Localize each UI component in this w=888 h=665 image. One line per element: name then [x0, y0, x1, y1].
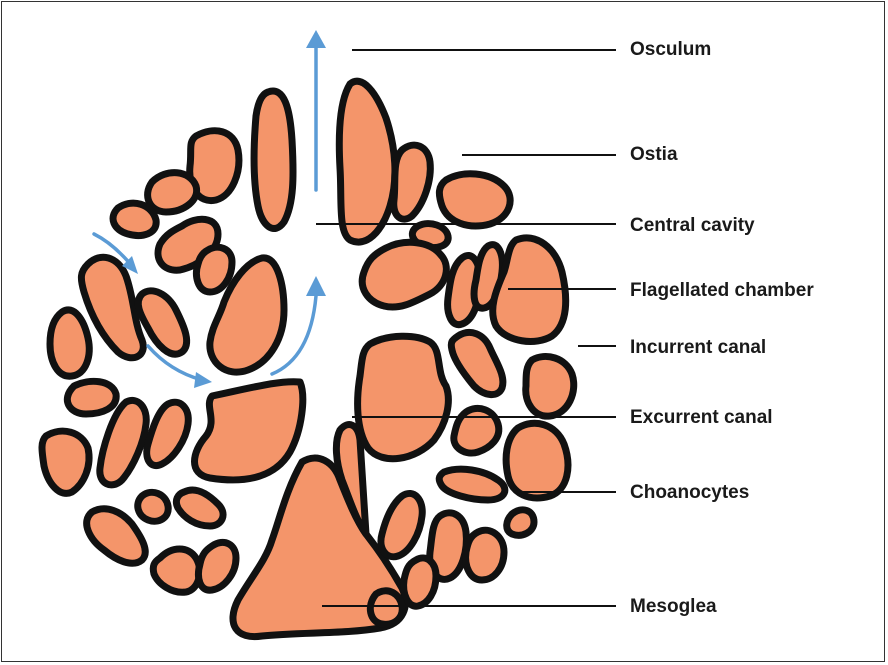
- chamber-blob: [147, 402, 188, 465]
- chamber-blob: [87, 509, 146, 563]
- label-flagellated-chamber: Flagellated chamber: [630, 281, 814, 300]
- label-choanocytes: Choanocytes: [630, 483, 749, 502]
- chamber-blob: [526, 356, 574, 416]
- chamber-blob: [506, 423, 568, 498]
- chamber-blob: [454, 408, 499, 453]
- chamber-blob: [42, 431, 89, 493]
- chamber-flow-arrow-head: [194, 372, 212, 388]
- chamber-blob: [507, 510, 534, 535]
- mesoglea-blob: [254, 91, 293, 229]
- label-excurrent-canal: Excurrent canal: [630, 408, 773, 427]
- label-incurrent-canal: Incurrent canal: [630, 338, 766, 357]
- chamber-blob: [199, 542, 237, 590]
- chamber-blob: [67, 381, 116, 414]
- chamber-blob: [176, 490, 223, 526]
- chamber-blob: [439, 469, 505, 500]
- mesoglea-blob: [339, 81, 395, 242]
- chamber-blob: [153, 549, 199, 592]
- chamber-blob: [439, 174, 510, 226]
- chamber-blob: [466, 530, 504, 580]
- label-osculum: Osculum: [630, 40, 711, 59]
- label-ostia: Ostia: [630, 145, 678, 164]
- mesoglea-blob: [195, 382, 303, 480]
- chamber-blob: [394, 145, 431, 219]
- label-central-cavity: Central cavity: [630, 216, 755, 235]
- chamber-blob: [381, 493, 422, 556]
- curved-flow-arrow-head: [306, 276, 326, 296]
- chamber-blob: [50, 310, 89, 376]
- chamber-blob: [404, 558, 436, 606]
- chamber-blob: [370, 591, 402, 625]
- chamber-blob: [113, 203, 156, 235]
- chamber-blob: [362, 242, 446, 307]
- outflow-arrow-head: [306, 30, 326, 48]
- mesoglea-blob: [358, 336, 449, 458]
- label-mesoglea: Mesoglea: [630, 597, 717, 616]
- chamber-blob: [148, 173, 197, 212]
- chamber-blob: [197, 247, 233, 292]
- chamber-blob: [451, 332, 503, 394]
- chamber-blob: [138, 492, 168, 521]
